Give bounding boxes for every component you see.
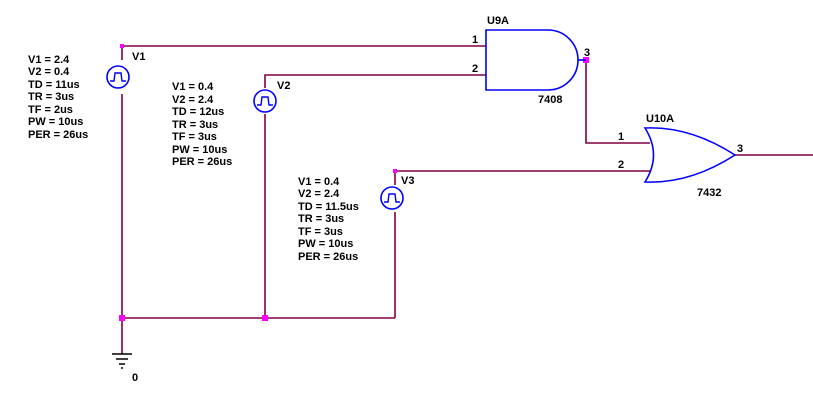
junction-dot-ground-left [119,315,125,321]
source-name-label: V1 [132,51,145,63]
or-gate-u10a[interactable]: U10A 7432 1 2 3 [618,113,743,199]
gate-part-label: 7408 [538,94,562,106]
param-line: V1 = 0.4 [172,81,214,93]
pin-number-label: 3 [737,143,743,155]
param-line: V1 = 2.4 [28,54,70,66]
param-line: TR = 3us [172,119,218,131]
param-line: PER = 26us [28,129,88,141]
param-line: TD = 12us [172,106,224,118]
param-line: TR = 3us [28,91,74,103]
pulse-source-icon [253,89,277,113]
junction-dot-v3 [393,169,397,173]
wire-group [121,45,813,354]
pin-number-label: 1 [472,34,478,46]
source-params-v2: V1 = 0.4 V2 = 2.4 TD = 12us TR = 3us TF … [172,81,232,168]
param-line: TF = 3us [172,131,217,143]
junction-dot-ground-mid [262,315,268,321]
and-gate-u9a[interactable]: U9A 7408 1 2 3 [472,15,590,106]
param-line: V2 = 2.4 [298,188,340,200]
ground-symbol[interactable]: 0 [112,353,138,384]
param-line: PER = 26us [172,156,232,168]
pulse-waveform-icon [257,96,273,106]
voltage-source-v1[interactable]: V1 [106,51,145,89]
param-line: V1 = 0.4 [298,176,340,188]
param-line: TD = 11us [28,79,80,91]
wire-and-out-to-or-pin1[interactable] [585,60,650,144]
junction-dot-v1 [120,44,124,48]
param-line: V2 = 2.4 [172,94,214,106]
source-name-label: V3 [401,175,414,187]
param-line: TF = 2us [28,104,73,116]
ground-icon [112,353,132,369]
source-params-v1: V1 = 2.4 V2 = 0.4 TD = 11us TR = 3us TF … [28,54,88,141]
gate-part-label: 7432 [697,187,721,199]
wire-v2-to-and-pin2[interactable] [264,74,486,88]
param-line: PW = 10us [298,238,353,250]
param-line: PW = 10us [28,116,83,128]
pulse-source-icon [106,65,130,89]
voltage-source-v3[interactable]: V3 [380,175,414,210]
param-line: PW = 10us [172,144,227,156]
or-gate-body [643,127,737,183]
pin-number-label: 3 [584,47,590,59]
wire-v3-to-or-pin2[interactable] [394,170,650,185]
source-params-v3: V1 = 0.4 V2 = 2.4 TD = 11.5us TR = 3us T… [298,176,359,263]
gate-ref-label: U10A [646,113,674,125]
pin-number-label: 1 [618,131,624,143]
param-line: TF = 3us [298,226,343,238]
pin-number-label: 2 [618,159,624,171]
pin-number-label: 2 [472,63,478,75]
voltage-source-v2[interactable]: V2 [253,80,290,113]
pulse-waveform-icon [110,72,126,82]
wire-v1-to-and-pin1[interactable] [121,45,486,60]
and-gate-body [485,29,579,91]
gate-ref-label: U9A [487,15,509,27]
param-line: TR = 3us [298,213,344,225]
pulse-waveform-icon [384,193,400,203]
source-name-label: V2 [277,80,290,92]
param-line: PER = 26us [298,251,358,263]
param-line: V2 = 0.4 [28,66,70,78]
ground-node-label: 0 [132,372,138,384]
pulse-source-icon [380,186,404,210]
param-line: TD = 11.5us [298,201,359,213]
